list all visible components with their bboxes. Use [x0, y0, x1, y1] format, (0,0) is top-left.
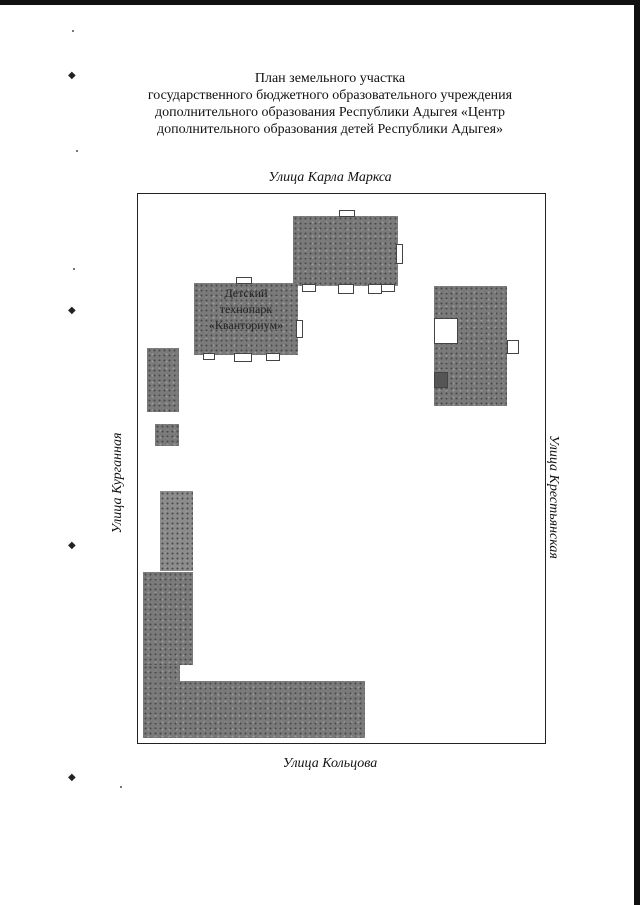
- street-label-right: Улица Крестьянская: [546, 435, 561, 559]
- building-label-line: Детский: [224, 286, 268, 300]
- building: [160, 491, 193, 571]
- building-porch: [381, 284, 395, 292]
- building-label-line: «Кванториум»: [208, 318, 284, 332]
- street-label-bottom: Улица Кольцова: [282, 756, 378, 771]
- street-label-top: Улица Карла Маркса: [268, 170, 392, 185]
- building: [143, 681, 365, 738]
- binding-hole-marker: ◆: [68, 305, 76, 316]
- building: [143, 665, 180, 681]
- title-line: государственного бюджетного образователь…: [147, 88, 513, 103]
- title-line: дополнительного образования детей Респуб…: [156, 122, 504, 137]
- scan-speck: [73, 268, 75, 270]
- street-label-left: Улица Курганная: [110, 432, 125, 534]
- building-porch: [507, 340, 519, 354]
- building: [434, 286, 507, 406]
- scan-speck: [120, 786, 122, 788]
- building-label: Детский технопарк «Кванториум»: [192, 285, 300, 333]
- building-porch: [302, 284, 316, 292]
- building-porch: [338, 284, 354, 294]
- building-porch: [296, 320, 303, 338]
- building-technopark: [194, 283, 298, 355]
- binding-hole-marker: ◆: [68, 772, 76, 783]
- building-porch: [266, 353, 280, 361]
- building-porch: [434, 372, 448, 388]
- building-porch: [339, 210, 355, 217]
- title-line: План земельного участка: [254, 71, 406, 86]
- building: [147, 348, 179, 412]
- building-porch: [236, 277, 252, 284]
- building-porch: [368, 284, 382, 294]
- building-porch: [396, 244, 403, 264]
- title-line: дополнительного образования Республики А…: [154, 105, 506, 120]
- building-wing: [434, 318, 458, 344]
- building: [155, 424, 179, 446]
- document-title: План земельного участка государственного…: [110, 70, 550, 138]
- scan-speck: [76, 150, 78, 152]
- building-porch: [203, 353, 215, 360]
- building-label-line: технопарк: [219, 302, 273, 316]
- binding-hole-marker: ◆: [68, 70, 76, 81]
- page-border-right: [634, 0, 640, 905]
- scan-speck: [72, 30, 74, 32]
- building: [293, 216, 398, 286]
- page-border-top: [0, 0, 640, 5]
- building: [143, 572, 193, 665]
- binding-hole-marker: ◆: [68, 540, 76, 551]
- building-porch: [234, 353, 252, 362]
